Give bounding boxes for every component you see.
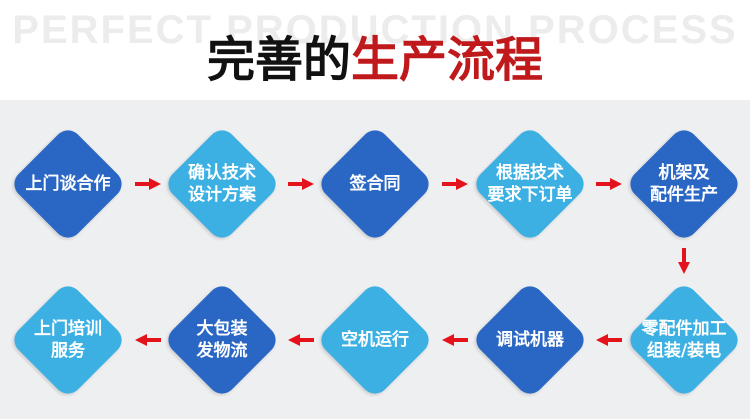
step-label: 根据技术 要求下订单 [487, 163, 573, 205]
step-label: 上门培训 服务 [34, 319, 102, 361]
arrow-right-icon [288, 178, 314, 190]
step-label: 上门谈合作 [25, 174, 111, 194]
title-red-part: 生产流程 [351, 32, 544, 88]
arrow-left-icon [288, 334, 314, 346]
step-label: 调试机器 [496, 330, 564, 350]
title-black-part: 完善的 [206, 32, 351, 88]
page-title: 完善的生产流程 [0, 30, 750, 90]
process-step-4: 根据技术 要求下订单 [470, 124, 590, 244]
watermark-text: PERFECT PRODUCTION PROCESS [12, 8, 738, 52]
process-step-6: 零配件加工 组装/装电 [624, 280, 744, 400]
process-step-9: 大包装 发物流 [162, 280, 282, 400]
step-label: 机架及 配件生产 [650, 163, 718, 205]
arrow-left-icon [135, 334, 161, 346]
process-step-10: 上门培训 服务 [8, 280, 128, 400]
arrow-right-icon [442, 178, 468, 190]
step-label: 确认技术 设计方案 [188, 163, 256, 205]
process-step-5: 机架及 配件生产 [624, 124, 744, 244]
arrow-right-icon [596, 178, 622, 190]
process-panel: 上门谈合作 确认技术 设计方案 签合同 根据技术 要求下订单 机架及 配件生产 … [0, 100, 750, 419]
arrow-down-icon [678, 248, 690, 274]
step-label: 零配件加工 组装/装电 [641, 319, 727, 361]
arrow-right-icon [135, 178, 161, 190]
step-label: 空机运行 [341, 330, 409, 350]
step-label: 签合同 [349, 174, 401, 194]
process-step-3: 签合同 [315, 124, 435, 244]
process-step-8: 空机运行 [315, 280, 435, 400]
step-label: 大包装 发物流 [196, 319, 248, 361]
arrow-left-icon [442, 334, 468, 346]
process-step-7: 调试机器 [470, 280, 590, 400]
process-step-2: 确认技术 设计方案 [162, 124, 282, 244]
process-step-1: 上门谈合作 [8, 124, 128, 244]
arrow-left-icon [596, 334, 622, 346]
header: PERFECT PRODUCTION PROCESS 完善的生产流程 [0, 0, 750, 100]
